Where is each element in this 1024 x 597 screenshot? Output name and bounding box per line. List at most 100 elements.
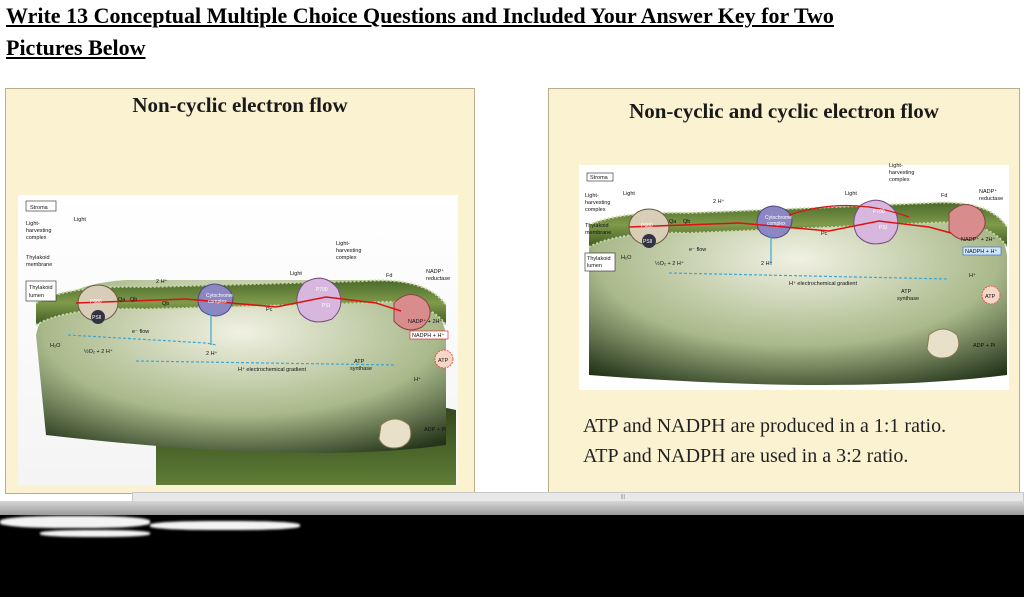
label-o2: ½O₂ + 2 H⁺ <box>84 348 113 355</box>
label-p680: P680 <box>641 223 653 229</box>
label-lhc-top-1: Light- <box>889 163 903 169</box>
electron-path <box>75 296 402 312</box>
label-thylakoid-membrane-1: Thylakoid <box>585 223 609 229</box>
label-psi: PSI <box>322 303 330 309</box>
label-thylakoid-membrane-2: membrane <box>585 230 611 236</box>
label-h-plus: H⁺ <box>414 376 421 383</box>
blur-streak-3 <box>40 530 150 537</box>
label-cytochrome-2: complex <box>767 221 786 227</box>
label-2h: 2 H⁺ <box>713 198 725 205</box>
gradient-arrow <box>668 272 950 280</box>
label-nadp-plus: NADP⁺ + 2H⁺ <box>961 236 995 243</box>
atp-burst <box>434 349 454 369</box>
atp-synthase <box>926 328 960 359</box>
label-lumen-2: lumen <box>587 263 602 269</box>
label-cytochrome-2: complex <box>208 299 227 305</box>
electron-path <box>628 220 952 234</box>
gradient-arrow <box>135 360 397 366</box>
psi-complex <box>296 277 342 323</box>
label-2h-low: 2 H⁺ <box>761 260 773 267</box>
label-atp-synthase-2: synthase <box>897 296 919 302</box>
label-nadp-red-2: reductase <box>426 276 450 282</box>
cyclic-path <box>788 204 910 218</box>
cytochrome-complex <box>197 283 234 317</box>
label-nadph: NADPH + H⁺ <box>412 332 444 339</box>
label-qb: Qb <box>683 219 690 225</box>
label-lumen-1: Thylakoid <box>29 285 53 291</box>
label-eflow: e⁻ flow <box>689 247 706 253</box>
psii-core <box>91 310 105 324</box>
label-nadp-plus: NADP⁺ + 2H⁺ <box>408 318 442 325</box>
slide-title: Non-cyclic electron flow <box>132 93 348 117</box>
caption-line-2: ATP and NADPH are used in a 3:2 ratio. <box>583 445 909 467</box>
label-lhc-top-2: harvesting <box>336 248 361 254</box>
label-atp-synthase-1: ATP <box>901 289 912 295</box>
label-gradient: H⁺ electrochemical gradient <box>789 280 857 287</box>
label-atp-synthase-1: ATP <box>354 359 365 365</box>
label-psii: PSII <box>92 315 101 321</box>
label-atp: ATP <box>438 358 449 364</box>
label-thylakoid-membrane-2: membrane <box>26 262 52 268</box>
atp-burst <box>981 285 1001 305</box>
label-nadp-red-1: NADP⁺ <box>426 268 444 275</box>
label-atp-synthase-2: synthase <box>350 366 372 372</box>
label-fd: Fd <box>941 193 947 199</box>
label-p700: P700 <box>316 287 328 293</box>
label-p680: P680 <box>90 299 102 305</box>
label-light: Light <box>74 217 86 223</box>
label-lhc-3: complex <box>26 235 47 241</box>
label-lhc-top-3: complex <box>336 255 357 261</box>
label-2h: 2 H⁺ <box>156 278 168 285</box>
label-pc: Pc <box>821 231 828 237</box>
caption-line-1: ATP and NADPH are produced in a 1:1 rati… <box>583 415 947 437</box>
label-qb-mid: Qb <box>162 301 169 307</box>
label-p700: P700 <box>873 209 885 215</box>
label-nadp-red-1: NADP⁺ <box>979 188 997 195</box>
label-lumen-1: Thylakoid <box>587 256 611 262</box>
label-pc: Pc <box>266 307 273 313</box>
label-qa: Qa <box>118 297 126 303</box>
label-lhc-2: harvesting <box>585 200 610 206</box>
label-adp: ADP + Pi <box>424 427 446 433</box>
label-lhc-1: Light- <box>585 193 599 199</box>
heading-line-2: Pictures Below <box>6 35 146 60</box>
label-lhc-top-1: Light- <box>336 241 350 247</box>
label-light: Light <box>623 191 635 197</box>
noncyclic-diagram: Stroma Light- harvesting complex Thylako… <box>18 195 458 485</box>
label-nadph: NADPH + H⁺ <box>965 248 997 255</box>
label-h2o: H₂O <box>621 255 632 261</box>
psii-core <box>642 234 656 248</box>
cyclic-diagram: Stroma Light- harvesting complex Thylako… <box>579 163 1009 390</box>
label-psii: PSII <box>643 239 652 245</box>
blur-streak-1 <box>0 516 150 528</box>
label-lhc-3: complex <box>585 207 606 213</box>
label-lhc-top-3: complex <box>889 177 910 183</box>
slide-title: Non-cyclic and cyclic electron flow <box>629 99 939 123</box>
label-thylakoid-membrane-1: Thylakoid <box>26 255 50 261</box>
slide-noncyclic: Non-cyclic electron flow <box>5 88 475 494</box>
heading-line-1: Write 13 Conceptual Multiple Choice Ques… <box>6 3 834 28</box>
label-qa: Qa <box>669 219 677 225</box>
label-atp: ATP <box>985 294 996 300</box>
label-psi: PSI <box>879 225 887 231</box>
label-stroma: Stroma <box>30 205 49 211</box>
label-adp: ADP + Pi <box>973 343 995 349</box>
label-lhc-top-2: harvesting <box>889 170 914 176</box>
label-eflow: e⁻ flow <box>132 329 149 335</box>
label-o2: ½O₂ + 2 H⁺ <box>655 260 684 267</box>
slide-noncyclic-cyclic: Non-cyclic and cyclic electron flow Stro… <box>548 88 1020 494</box>
label-qb: Qb <box>130 297 137 303</box>
window-edge <box>0 501 1024 515</box>
scrollbar-grip[interactable]: ||| <box>621 494 625 500</box>
document-heading: Write 13 Conceptual Multiple Choice Ques… <box>6 0 1018 64</box>
label-nadp-red-2: reductase <box>979 196 1003 202</box>
label-2h-low: 2 H⁺ <box>206 350 218 357</box>
label-cytochrome-1: Cytochrome <box>206 293 233 299</box>
atp-synthase <box>378 418 412 449</box>
label-h2o: H₂O <box>50 343 61 349</box>
label-lhc-1: Light- <box>26 221 40 227</box>
cytochrome-complex <box>756 205 793 239</box>
nadp-reductase <box>393 294 431 331</box>
blur-streak-2 <box>150 521 300 530</box>
label-lumen-2: lumen <box>29 293 44 299</box>
